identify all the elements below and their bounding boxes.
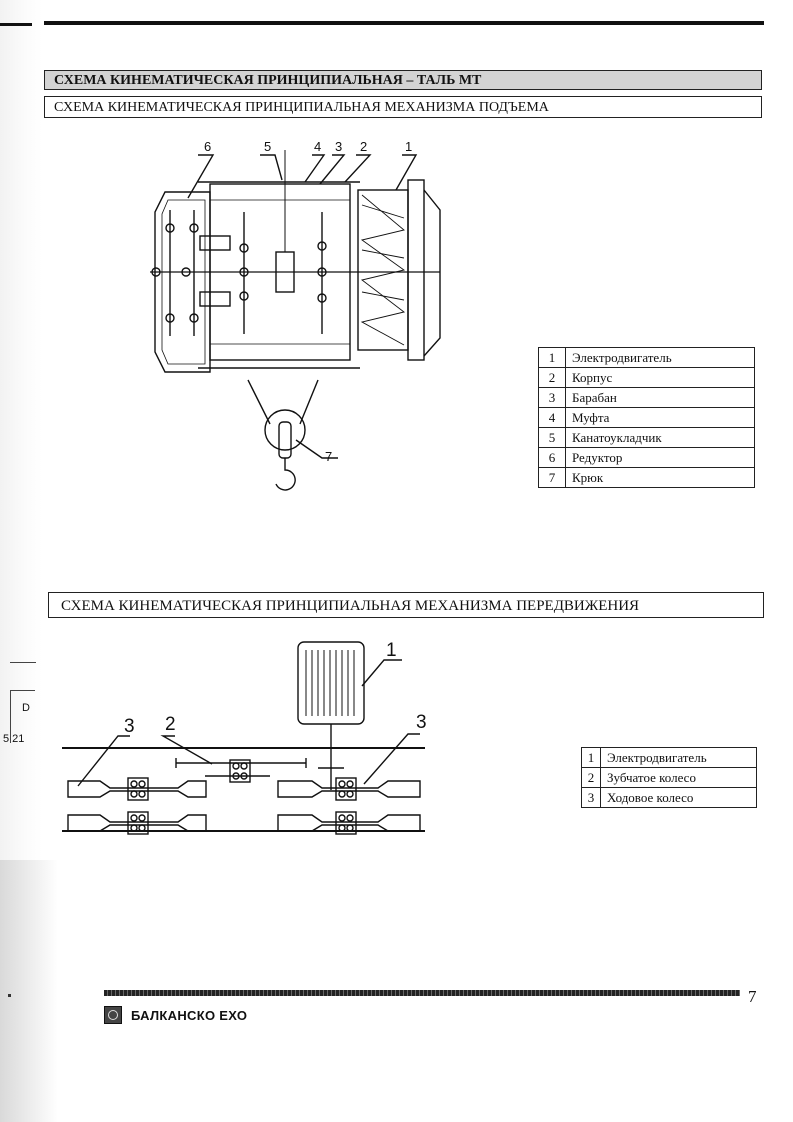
brand-logo-icon — [104, 1006, 122, 1024]
lifting-callout-1: 1 — [405, 139, 412, 154]
legend-label: Ходовое колесо — [600, 787, 757, 808]
heading-main: СХЕМА КИНЕМАТИЧЕСКАЯ ПРИНЦИПИАЛЬНАЯ – ТА… — [44, 70, 762, 90]
legend-label: Зубчатое колесо — [600, 767, 757, 788]
side-numbers: 5 21 — [3, 733, 25, 745]
lifting-callout-2: 2 — [360, 139, 367, 154]
footer-rule — [104, 990, 740, 996]
side-box — [10, 690, 35, 743]
legend-label: Электродвигатель — [600, 747, 757, 768]
page-edge-shadow-lower — [0, 860, 58, 1122]
side-table-fragment: D 5 21 — [0, 662, 36, 752]
lifting-callout-6: 6 — [204, 139, 211, 154]
top-rule — [44, 21, 764, 25]
brand-name: БАЛКАНСКО ЕХО — [131, 1007, 248, 1023]
lifting-callout-7: 7 — [325, 449, 332, 464]
legend-label: Электродвигатель — [565, 347, 755, 368]
legend-label: Крюк — [565, 467, 755, 488]
footer-brand: БАЛКАНСКО ЕХО — [104, 1006, 247, 1024]
lifting-callout-5: 5 — [264, 139, 271, 154]
side-letter: D — [22, 702, 30, 714]
lifting-callout-4: 4 — [314, 139, 321, 154]
legend-num: 7 — [538, 467, 566, 488]
lifting-callout-3: 3 — [335, 139, 342, 154]
travel-callout-3-left: 3 — [124, 716, 135, 737]
travel-callout-3-right: 3 — [416, 712, 427, 733]
side-line — [10, 662, 36, 663]
legend-num: 3 — [581, 787, 601, 808]
margin-mark — [8, 994, 11, 997]
heading-lifting-mechanism: СХЕМА КИНЕМАТИЧЕСКАЯ ПРИНЦИПИАЛЬНАЯ МЕХА… — [44, 96, 762, 118]
legend-num: 1 — [581, 747, 601, 768]
travel-callout-2: 2 — [165, 714, 176, 735]
legend-num: 2 — [581, 767, 601, 788]
heading-travel-mechanism: СХЕМА КИНЕМАТИЧЕСКАЯ ПРИНЦИПИАЛЬНАЯ МЕХА… — [48, 592, 764, 618]
top-rule-left — [0, 23, 32, 26]
travel-callout-1: 1 — [386, 640, 397, 661]
page-number: 7 — [748, 987, 757, 1006]
